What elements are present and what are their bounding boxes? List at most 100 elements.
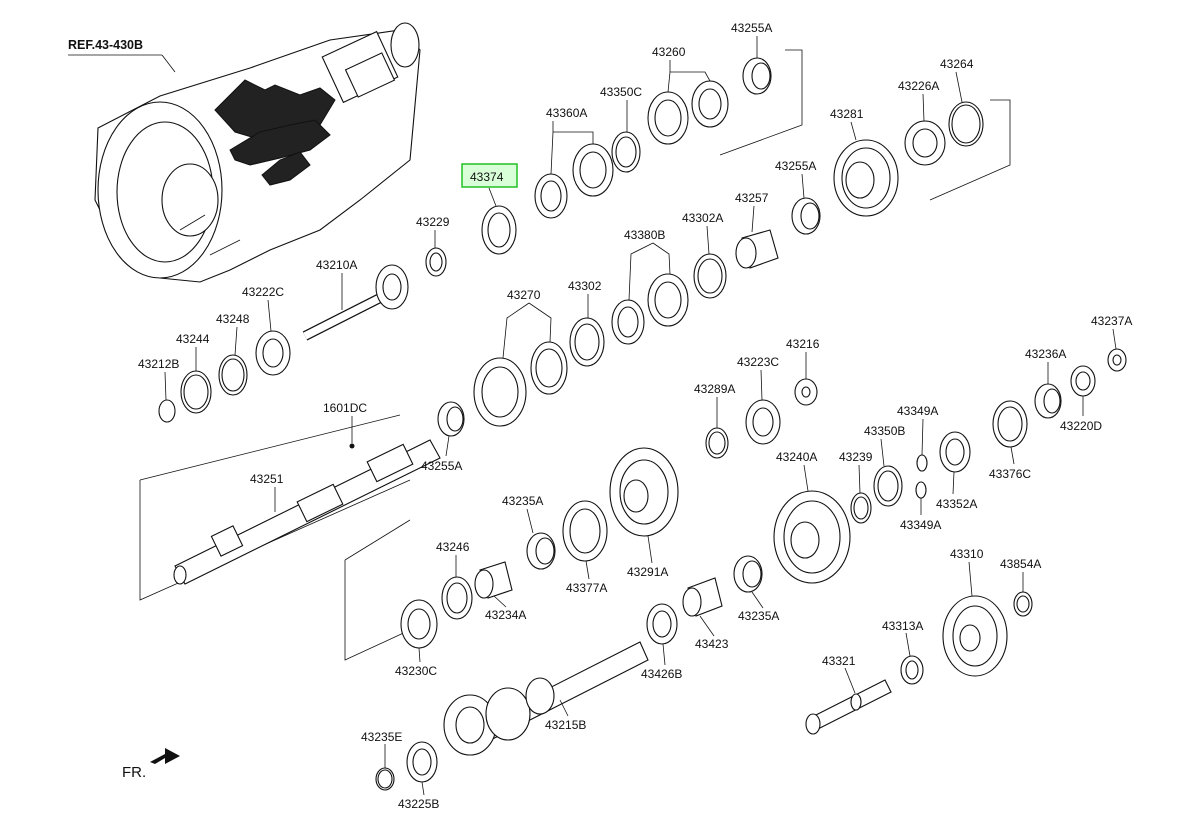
- label-43377A[interactable]: 43377A: [566, 581, 607, 595]
- part-43222C[interactable]: [255, 330, 291, 376]
- label-43380B[interactable]: 43380B: [624, 228, 665, 242]
- part-43251[interactable]: [173, 439, 441, 585]
- part-43291A[interactable]: [609, 447, 679, 537]
- part-43235A-bot[interactable]: [733, 555, 763, 593]
- label-43239[interactable]: 43239: [839, 450, 873, 464]
- part-43270[interactable]: [473, 341, 568, 427]
- part-43321[interactable]: [805, 679, 892, 735]
- label-43302[interactable]: 43302: [568, 279, 602, 293]
- part-43244[interactable]: [180, 370, 212, 414]
- label-43226A[interactable]: 43226A: [898, 79, 939, 93]
- part-43313A[interactable]: [900, 655, 924, 685]
- part-43223C[interactable]: [745, 399, 781, 445]
- label-43212B[interactable]: 43212B: [138, 357, 179, 371]
- part-43230C[interactable]: [400, 599, 438, 649]
- part-43302A[interactable]: [693, 253, 727, 299]
- label-43223C[interactable]: 43223C: [737, 355, 779, 369]
- label-43235A-top[interactable]: 43235A: [502, 494, 543, 508]
- label-43854A[interactable]: 43854A: [1000, 557, 1041, 571]
- part-43264[interactable]: [948, 101, 984, 147]
- label-43248[interactable]: 43248: [216, 312, 250, 326]
- part-43239[interactable]: [850, 492, 872, 524]
- part-43289A[interactable]: [705, 427, 729, 459]
- label-43251[interactable]: 43251: [250, 472, 284, 486]
- part-43349A-bot[interactable]: [915, 481, 927, 499]
- label-43255A-low[interactable]: 43255A: [421, 459, 462, 473]
- part-43377A[interactable]: [562, 500, 608, 562]
- part-43246[interactable]: [441, 576, 473, 620]
- part-43350B[interactable]: [873, 465, 903, 507]
- label-43313A[interactable]: 43313A: [882, 619, 923, 633]
- label-43257[interactable]: 43257: [735, 191, 769, 205]
- label-43246[interactable]: 43246: [436, 540, 470, 554]
- part-43257[interactable]: [735, 229, 779, 269]
- part-43426B[interactable]: [646, 603, 678, 645]
- label-43350C[interactable]: 43350C: [600, 85, 642, 99]
- part-43255A-mid[interactable]: [791, 197, 821, 235]
- part-43236A[interactable]: [1034, 383, 1062, 419]
- label-43235E[interactable]: 43235E: [361, 730, 402, 744]
- label-43289A[interactable]: 43289A: [694, 382, 735, 396]
- part-43235A-top[interactable]: [526, 532, 556, 570]
- label-43236A[interactable]: 43236A: [1025, 347, 1066, 361]
- label-43321[interactable]: 43321: [822, 654, 856, 668]
- label-43215B[interactable]: 43215B: [545, 718, 586, 732]
- part-43229[interactable]: [425, 247, 447, 277]
- label-43237A[interactable]: 43237A: [1091, 314, 1132, 328]
- part-43423[interactable]: [682, 577, 723, 617]
- label-43255A-mid[interactable]: 43255A: [775, 159, 816, 173]
- label-43281[interactable]: 43281: [830, 107, 864, 121]
- label-43234A[interactable]: 43234A: [485, 608, 526, 622]
- part-43235E[interactable]: [375, 767, 395, 791]
- part-43376C[interactable]: [992, 400, 1028, 448]
- part-43352A[interactable]: [939, 431, 971, 473]
- label-43220D[interactable]: 43220D: [1060, 419, 1102, 433]
- part-43237A[interactable]: [1107, 348, 1127, 372]
- part-43216[interactable]: [794, 378, 818, 406]
- part-43255A-top[interactable]: [742, 57, 772, 95]
- label-43349A-bot[interactable]: 43349A: [900, 518, 941, 532]
- label-43302A[interactable]: 43302A: [682, 211, 723, 225]
- part-43302[interactable]: [569, 317, 605, 367]
- label-43264[interactable]: 43264: [940, 57, 974, 71]
- part-43234A[interactable]: [474, 561, 513, 599]
- label-43349A-top[interactable]: 43349A: [897, 404, 938, 418]
- label-1601DC[interactable]: 1601DC: [323, 401, 367, 415]
- label-43244[interactable]: 43244: [176, 332, 210, 346]
- label-43426B[interactable]: 43426B: [641, 667, 682, 681]
- part-43240A[interactable]: [773, 490, 851, 584]
- label-43350B[interactable]: 43350B: [864, 424, 905, 438]
- label-43376C[interactable]: 43376C: [989, 467, 1031, 481]
- label-43291A[interactable]: 43291A: [627, 565, 668, 579]
- part-43220D[interactable]: [1070, 365, 1096, 397]
- label-43235A-bot[interactable]: 43235A: [738, 609, 779, 623]
- part-43349A-top[interactable]: [916, 454, 928, 472]
- label-43222C[interactable]: 43222C: [242, 285, 284, 299]
- part-43281[interactable]: [833, 139, 899, 217]
- label-43240A[interactable]: 43240A: [776, 450, 817, 464]
- part-43215B[interactable]: [443, 641, 649, 756]
- part-43225B[interactable]: [406, 741, 438, 783]
- part-43212B[interactable]: [158, 399, 176, 423]
- label-43210A[interactable]: 43210A: [316, 258, 357, 272]
- label-43360A[interactable]: 43360A: [546, 106, 587, 120]
- label-43310[interactable]: 43310: [950, 547, 984, 561]
- part-43854A[interactable]: [1013, 591, 1033, 617]
- part-43350C[interactable]: [611, 131, 641, 173]
- part-43360A[interactable]: [534, 143, 614, 219]
- label-43230C[interactable]: 43230C: [395, 664, 437, 678]
- part-43210A[interactable]: [302, 264, 409, 341]
- label-43229[interactable]: 43229: [416, 215, 450, 229]
- part-43310[interactable]: [942, 595, 1008, 677]
- label-43225B[interactable]: 43225B: [398, 797, 439, 811]
- part-43226A[interactable]: [904, 120, 946, 166]
- part-43380B[interactable]: [611, 273, 689, 345]
- label-43423[interactable]: 43423: [695, 637, 729, 651]
- label-43374[interactable]: 43374: [470, 170, 504, 184]
- part-43260[interactable]: [647, 80, 729, 145]
- label-43216[interactable]: 43216: [786, 337, 820, 351]
- label-43270[interactable]: 43270: [507, 288, 541, 302]
- part-43374[interactable]: [481, 205, 517, 255]
- label-43255A-top[interactable]: 43255A: [731, 21, 772, 35]
- part-43248[interactable]: [218, 354, 248, 396]
